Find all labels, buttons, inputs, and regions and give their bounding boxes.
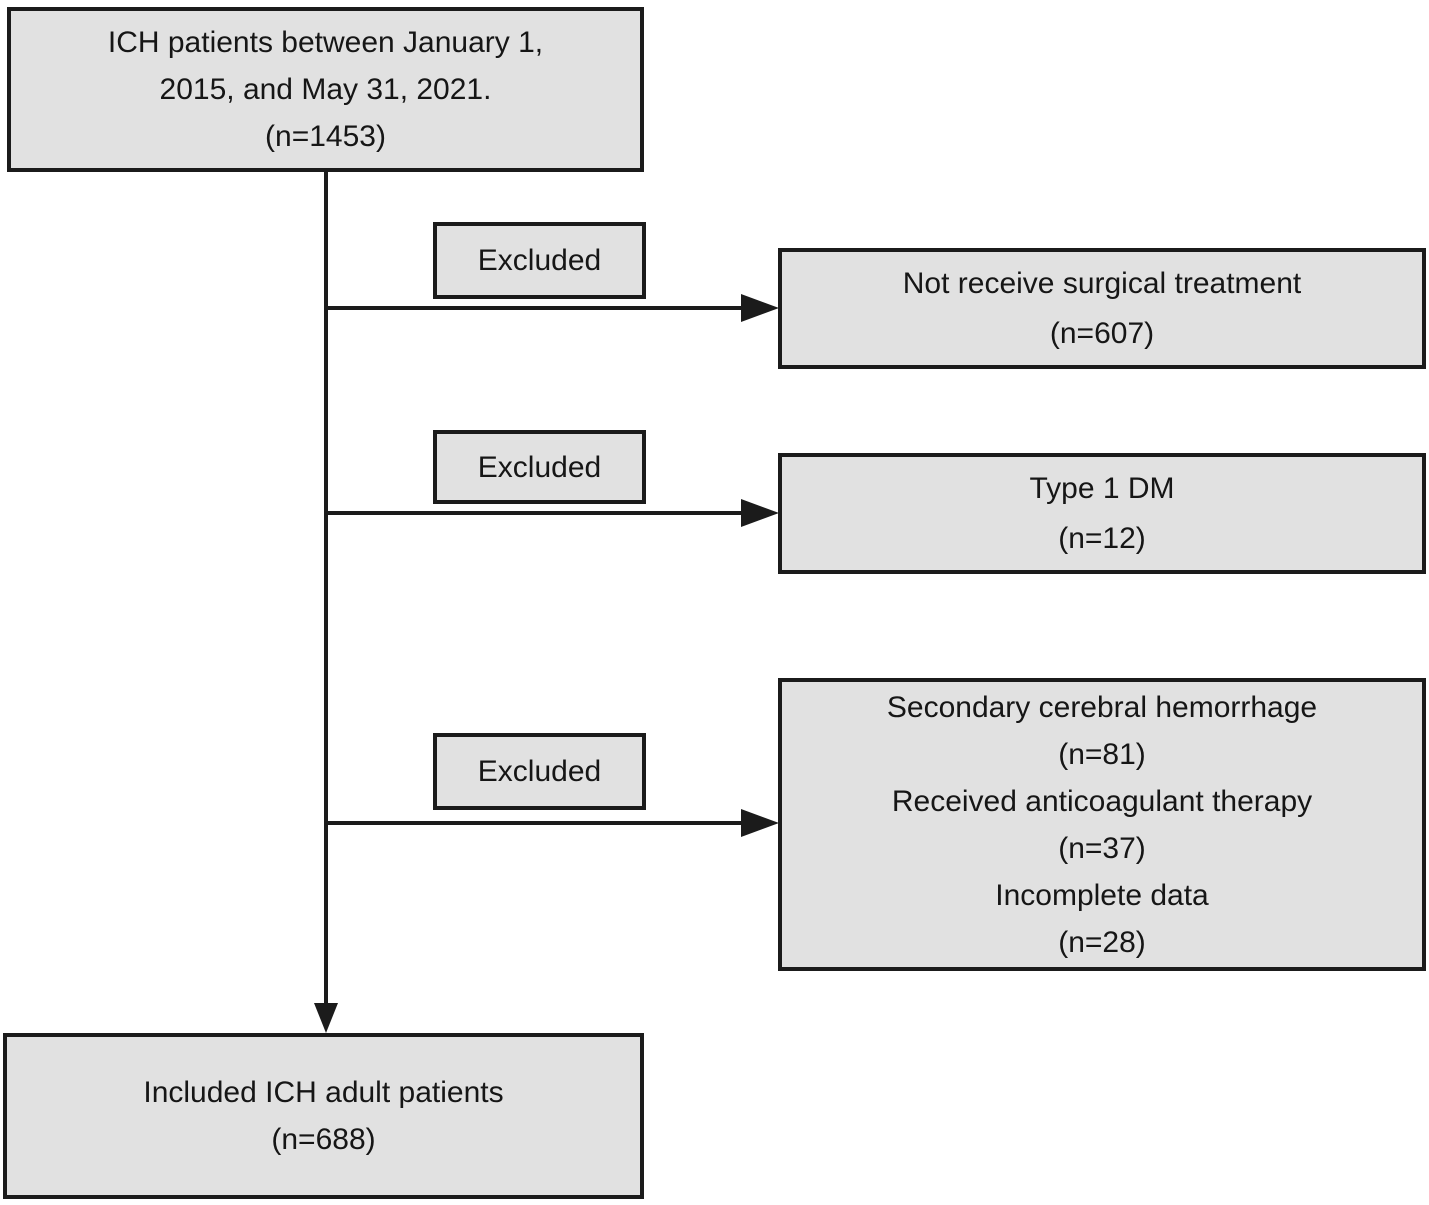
arrow-right-icon [741, 499, 779, 527]
excluded-label: Excluded [477, 450, 602, 484]
exclusion-reason-box-1: Not receive surgical treatment (n=607) [778, 248, 1426, 369]
exclusion-reason-count: (n=37) [1058, 831, 1146, 865]
exclusion-reason-box-3: Secondary cerebral hemorrhage (n=81) Rec… [778, 678, 1426, 971]
included-cohort-text-line: Included ICH adult patients [143, 1076, 504, 1109]
exclusion-reason-text: Type 1 DM [1029, 471, 1175, 505]
exclusion-reason-count: (n=28) [1058, 925, 1146, 959]
excluded-label: Excluded [477, 244, 602, 277]
arrow-right-icon [741, 809, 779, 837]
initial-cohort-box: ICH patients between January 1, 2015, an… [7, 7, 644, 172]
exclusion-arrow-line-2 [326, 511, 742, 515]
exclusion-arrow-line-1 [326, 306, 742, 310]
exclusion-reason-text: Secondary cerebral hemorrhage [886, 690, 1318, 724]
excluded-label-box-2: Excluded [433, 430, 646, 504]
excluded-label-box-1: Excluded [433, 222, 646, 299]
exclusion-reason-count: (n=12) [1058, 521, 1146, 555]
exclusion-arrow-line-3 [326, 821, 742, 825]
initial-cohort-text-line: ICH patients between January 1, [107, 26, 544, 59]
exclusion-reason-text: Received anticoagulant therapy [891, 784, 1313, 818]
arrow-right-icon [741, 294, 779, 322]
exclusion-reason-text: Not receive surgical treatment [902, 266, 1302, 300]
excluded-label-box-3: Excluded [433, 733, 646, 810]
initial-cohort-text-line: 2015, and May 31, 2021. [159, 73, 492, 106]
exclusion-reason-text: Incomplete data [995, 878, 1209, 912]
main-flow-vertical-line [324, 171, 328, 1005]
exclusion-reason-count: (n=607) [1049, 316, 1155, 350]
included-cohort-count: (n=688) [271, 1123, 376, 1156]
excluded-label: Excluded [477, 755, 602, 788]
arrow-down-icon [314, 1003, 338, 1033]
initial-cohort-count: (n=1453) [265, 120, 386, 153]
included-cohort-box: Included ICH adult patients (n=688) [3, 1033, 644, 1199]
exclusion-reason-box-2: Type 1 DM (n=12) [778, 453, 1426, 574]
exclusion-reason-count: (n=81) [1058, 737, 1146, 771]
